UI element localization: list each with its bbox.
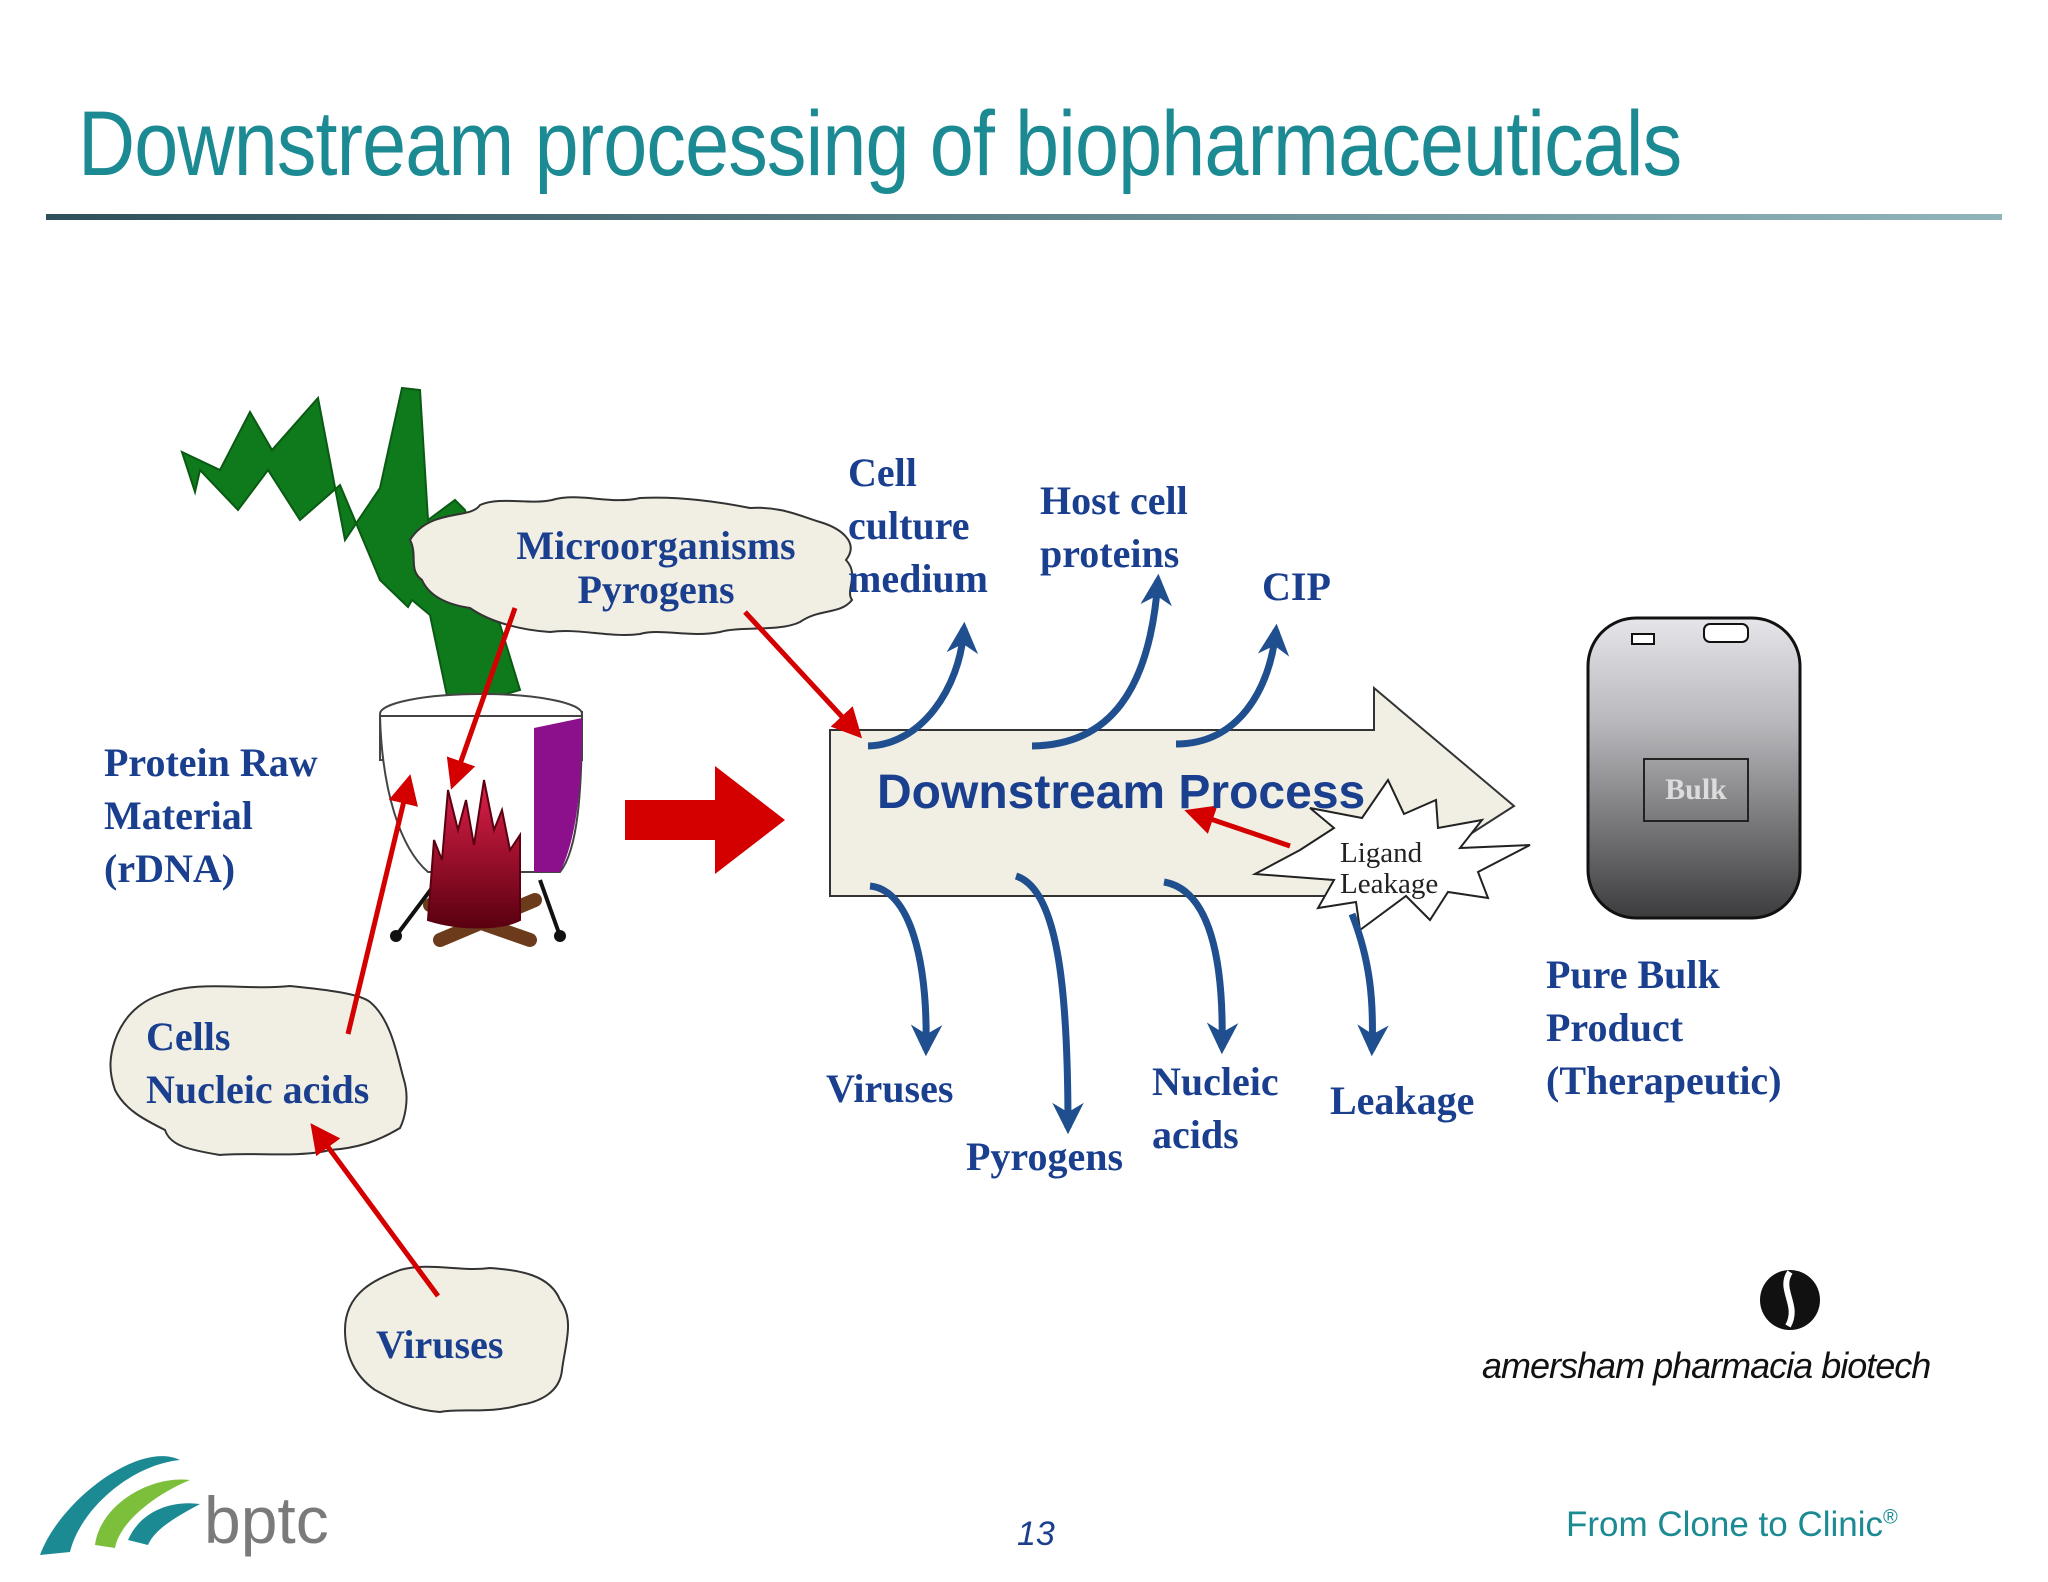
pure-bulk-line1: Pure Bulk bbox=[1546, 952, 1720, 997]
bulk-container-icon bbox=[1586, 616, 1802, 920]
pure-bulk-line3: (Therapeutic) bbox=[1546, 1058, 1782, 1103]
cell-culture-medium-line1: Cell bbox=[848, 450, 917, 495]
pyrogens-removed-label: Pyrogens bbox=[966, 1134, 1124, 1179]
fire-icon bbox=[426, 779, 521, 929]
arrow-microorganisms-to-pot bbox=[446, 607, 518, 790]
cip-label: CIP bbox=[1262, 564, 1331, 609]
slide-title: Downstream processing of biopharmaceutic… bbox=[78, 93, 1682, 195]
amersham-word: amersham bbox=[1482, 1345, 1645, 1386]
bptc-logo-text: bptc bbox=[204, 1483, 329, 1557]
title-rule bbox=[46, 214, 2002, 220]
protein-raw-material-line3: (rDNA) bbox=[104, 846, 236, 891]
arrow-nucleic-acids-out bbox=[1163, 878, 1239, 1055]
host-cell-proteins-line2: proteins bbox=[1040, 531, 1180, 576]
footer-registered-mark: ® bbox=[1883, 1506, 1898, 1529]
cells-line1: Cells bbox=[146, 1014, 231, 1059]
arrow-host-cell-proteins bbox=[1031, 573, 1172, 750]
bptc-logo-icon bbox=[40, 1456, 200, 1555]
cells-label: Cells Nucleic acids bbox=[146, 1010, 369, 1116]
viruses-cloud bbox=[343, 1265, 569, 1414]
pharmacia-word: pharmacia bbox=[1653, 1345, 1813, 1386]
arrow-pyrogens-out bbox=[1014, 872, 1084, 1135]
amersham-logo-icon bbox=[1760, 1270, 1820, 1330]
red-process-arrow bbox=[625, 766, 785, 874]
ligand-leakage-label: Ligand Leakage bbox=[1340, 838, 1438, 900]
page-number: 13 bbox=[1017, 1515, 1055, 1553]
footer-tagline-text: From Clone to Clinic bbox=[1566, 1505, 1884, 1544]
amersham-logo-text: amersham pharmacia biotech bbox=[1482, 1345, 1931, 1387]
protein-raw-material-line2: Material bbox=[104, 793, 253, 838]
pure-bulk-product-label: Pure Bulk Product (Therapeutic) bbox=[1546, 948, 1782, 1107]
pot-icon bbox=[378, 693, 584, 947]
arrow-viruses-out bbox=[869, 882, 943, 1057]
arrow-ligand-to-process bbox=[1184, 805, 1291, 849]
cell-culture-medium-line3: medium bbox=[848, 556, 988, 601]
cell-culture-medium-label: Cell culture medium bbox=[848, 446, 988, 605]
footer-tagline: From Clone to Clinic® bbox=[1566, 1505, 1898, 1545]
host-cell-proteins-label: Host cell proteins bbox=[1040, 474, 1188, 580]
viruses-removed-label: Viruses bbox=[826, 1066, 954, 1111]
pure-bulk-line2: Product bbox=[1546, 1005, 1684, 1050]
arrow-leakage-out bbox=[1348, 912, 1389, 1057]
cell-culture-medium-line2: culture bbox=[848, 503, 970, 548]
nucleic-acids-line1: Nucleic bbox=[1152, 1059, 1279, 1104]
downstream-process-label: Downstream Process bbox=[877, 766, 1366, 819]
nucleic-acids-removed-label: Nucleic acids bbox=[1152, 1055, 1279, 1161]
ligand-line: Ligand bbox=[1340, 837, 1423, 869]
host-cell-proteins-line1: Host cell bbox=[1040, 478, 1188, 523]
arrow-cell-culture-medium bbox=[867, 621, 979, 750]
nucleic-acids-line2: acids bbox=[1152, 1112, 1239, 1157]
ligand-leakage-burst bbox=[1251, 777, 1531, 932]
bulk-tag: Bulk bbox=[1643, 758, 1749, 822]
microorganisms-label: Microorganisms Pyrogens bbox=[496, 524, 816, 612]
microorganisms-line2: Pyrogens bbox=[577, 567, 735, 612]
microorganisms-line1: Microorganisms bbox=[516, 523, 796, 568]
protein-raw-material-line1: Protein Raw bbox=[104, 740, 318, 785]
arrow-cip bbox=[1175, 623, 1290, 748]
plant-leaves bbox=[180, 386, 522, 712]
cells-line2: Nucleic acids bbox=[146, 1067, 370, 1112]
protein-raw-material-label: Protein Raw Material (rDNA) bbox=[104, 736, 318, 895]
viruses-cloud-label: Viruses bbox=[376, 1322, 504, 1367]
cells-cloud bbox=[109, 984, 408, 1157]
arrow-cells-to-pot bbox=[345, 774, 418, 1035]
leakage-removed-label: Leakage bbox=[1330, 1078, 1475, 1123]
arrow-microorganisms-to-process bbox=[743, 610, 863, 739]
leakage-line: Leakage bbox=[1340, 868, 1439, 900]
biotech-word: biotech bbox=[1821, 1345, 1931, 1386]
arrow-viruses-to-cells bbox=[310, 1123, 441, 1298]
